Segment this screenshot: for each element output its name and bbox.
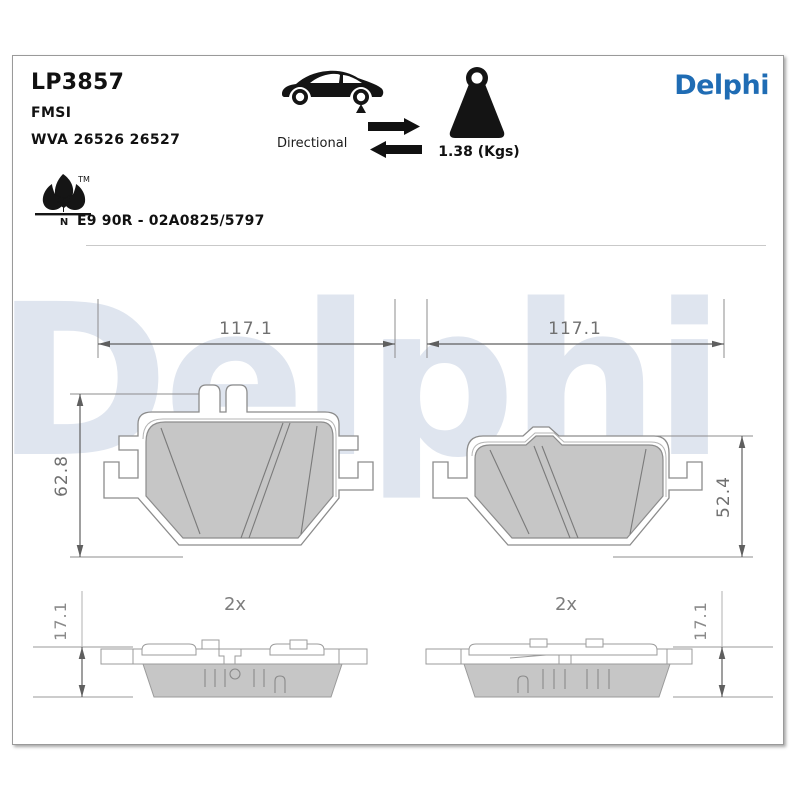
- right-pad-friction-material: [474, 435, 664, 539]
- svg-text:N: N: [60, 217, 68, 228]
- part-number: LP3857: [31, 70, 125, 95]
- left-pad-width-value: 117.1: [219, 319, 273, 339]
- wva-number: WVA 26526 26527: [31, 132, 181, 148]
- left-pad-plate-rim: [142, 418, 337, 497]
- ece-approval-code: E9 90R - 02A0825/5797: [77, 213, 265, 229]
- left-pad-friction-material: [145, 421, 334, 539]
- right-pad-quantity: 2x: [555, 594, 577, 615]
- left-pad-thickness-value: 17.1: [51, 601, 70, 641]
- fmsi-label: FMSI: [31, 105, 72, 121]
- right-pad-plate-rim: [471, 432, 667, 497]
- directional-label: Directional: [277, 136, 348, 151]
- car-side-rear-axle-icon: [278, 64, 388, 116]
- header-divider: [86, 245, 766, 246]
- product-datasheet-card: LP3857 FMSI WVA 26526 26527 N TM: [12, 55, 784, 745]
- right-pad-side-friction: [463, 663, 671, 698]
- left-pad-side-friction: [142, 663, 343, 698]
- weight-kettlebell-icon: [438, 64, 516, 144]
- right-pad-thickness-value: 17.1: [691, 601, 710, 641]
- datasheet-header: LP3857 FMSI WVA 26526 26527 N TM: [13, 56, 783, 246]
- left-pad-height-dimension: 62.8: [52, 393, 213, 558]
- leaf-n-icon: N TM: [33, 168, 95, 228]
- brake-pad-right-plan-view: 117.1 52.4: [426, 299, 753, 558]
- right-pad-thickness-dimension: 17.1: [673, 591, 773, 698]
- left-pad-width-dimension: 117.1: [97, 299, 396, 358]
- right-pad-chamfer-lines: [489, 445, 647, 539]
- left-pad-quantity: 2x: [224, 594, 246, 615]
- bidirectional-arrows-icon: [368, 118, 422, 162]
- left-pad-height-value: 62.8: [52, 455, 72, 497]
- left-pad-chamfer-lines: [160, 422, 318, 539]
- right-pad-width-value: 117.1: [548, 319, 602, 339]
- delphi-logo: Delphi: [674, 70, 769, 101]
- right-pad-width-dimension: 117.1: [426, 299, 725, 358]
- technical-drawing-area: 117.1 62.8: [13, 246, 783, 744]
- brake-pad-left-side-view: 2x 17.1: [33, 591, 368, 698]
- brake-pad-right-side-view: 2x 17.1: [425, 591, 773, 698]
- brake-pad-left-plan-view: 117.1 62.8: [52, 299, 396, 558]
- weight-value: 1.38 (Kgs): [438, 144, 520, 160]
- right-pad-height-value: 52.4: [714, 476, 734, 518]
- left-pad-thickness-dimension: 17.1: [33, 591, 133, 698]
- svg-text:TM: TM: [77, 175, 90, 184]
